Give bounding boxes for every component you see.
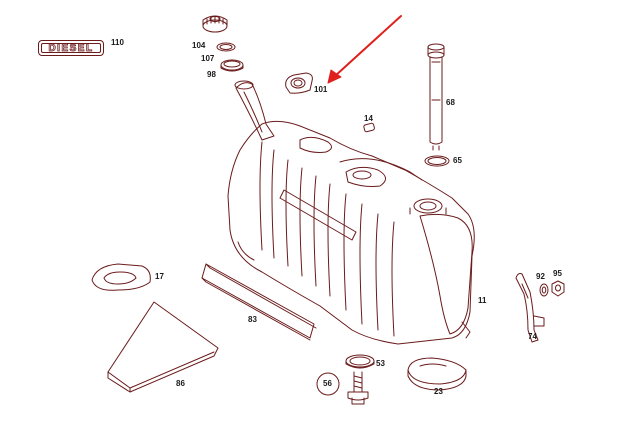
part-23-cover [407,357,467,391]
part-65-seal-ring [424,155,450,167]
callout-107: 107 [201,54,215,63]
part-68-sender-tube [427,43,445,151]
part-86-insulation-mat [107,301,219,393]
callout-11: 11 [478,296,487,305]
red-pointer-arrow [327,15,402,84]
diesel-badge-text: DIESEL [41,42,101,54]
callout-23: 23 [434,387,443,396]
part-11-fuel-tank [227,80,475,345]
part-110-diesel-badge: DIESEL [38,40,104,56]
part-17-rubber-pad [91,263,151,291]
callout-65: 65 [453,156,462,165]
callout-83: 83 [248,315,257,324]
part-92-washer [539,283,549,297]
part-107-seal-ring [216,42,236,52]
callout-98: 98 [207,70,216,79]
part-104-filler-cap [202,15,228,33]
callout-104: 104 [192,41,206,50]
part-95-nut [551,280,565,297]
callout-74: 74 [528,332,537,341]
callout-101: 101 [314,85,328,94]
callout-53: 53 [376,359,385,368]
callout-68: 68 [446,98,455,107]
part-98-clamp [220,59,244,72]
part-53-seal-ring [345,354,375,369]
callout-17: 17 [155,272,164,281]
part-83-insulation-strip [201,263,317,341]
callout-14: 14 [364,114,373,123]
callout-110: 110 [111,38,124,47]
part-101-clip [285,72,313,94]
callout-56: 56 [323,379,332,388]
part-74-bracket [515,273,545,343]
callout-86: 86 [176,379,185,388]
callout-95: 95 [553,269,562,278]
callout-92: 92 [536,272,545,281]
part-14-plug [363,122,375,133]
part-56-drain-plug [316,371,369,405]
